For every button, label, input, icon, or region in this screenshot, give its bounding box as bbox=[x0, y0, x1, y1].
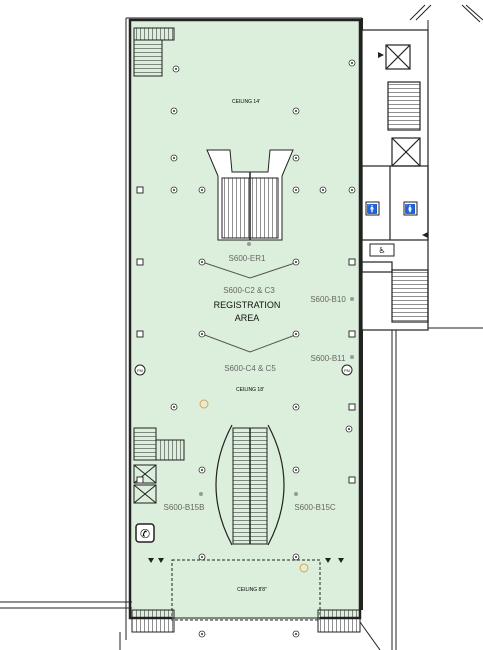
column-icon bbox=[348, 403, 356, 411]
column-icon bbox=[351, 62, 353, 64]
ceiling-label: CEILING 8'8" bbox=[237, 587, 267, 593]
column-icon bbox=[295, 157, 297, 159]
zone-label: S600-C4 & C5 bbox=[224, 364, 276, 373]
column-icon bbox=[173, 110, 175, 112]
column-icon bbox=[136, 476, 144, 484]
stair-icon bbox=[133, 427, 185, 461]
elevator-icon bbox=[133, 464, 157, 504]
svg-text:🚺: 🚺 bbox=[405, 203, 416, 215]
column-icon bbox=[201, 556, 203, 558]
column-icon bbox=[295, 406, 297, 408]
column-icon bbox=[322, 189, 324, 191]
column-icon bbox=[201, 189, 203, 191]
zone-label: S600-ER1 bbox=[229, 254, 266, 263]
column-icon bbox=[295, 633, 297, 635]
column-icon bbox=[348, 258, 356, 266]
registration-chevrons bbox=[201, 261, 299, 353]
column-icon bbox=[295, 333, 297, 335]
signage-marker bbox=[199, 399, 309, 573]
ceiling-label: CEILING 14' bbox=[232, 99, 260, 105]
column-icon bbox=[295, 189, 297, 191]
zone-label: S600-B10 bbox=[310, 295, 346, 304]
column-icon bbox=[175, 68, 177, 70]
zone-label: S600-B15C bbox=[294, 503, 336, 512]
column-icon bbox=[348, 330, 356, 338]
column-icon bbox=[136, 186, 144, 194]
room-title: AREA bbox=[235, 313, 260, 323]
restroom-icon: 🚹 🚺 ♿ bbox=[365, 201, 418, 257]
column-icon bbox=[351, 189, 353, 191]
column-icon bbox=[136, 258, 144, 266]
dimension-arrow-icon bbox=[148, 52, 428, 563]
zone-label: S600-C2 & C3 bbox=[223, 286, 275, 295]
column-icon bbox=[201, 261, 203, 263]
svg-text:FM: FM bbox=[344, 368, 350, 373]
zone-label: S600-B15B bbox=[164, 503, 205, 512]
column-icons bbox=[136, 59, 356, 638]
escalator-icon bbox=[206, 149, 294, 241]
column-icon bbox=[295, 556, 297, 558]
column-icon bbox=[295, 469, 297, 471]
stair-icon bbox=[131, 609, 361, 633]
column-icon bbox=[201, 633, 203, 635]
svg-text:FM: FM bbox=[137, 368, 143, 373]
svg-text:♿: ♿ bbox=[378, 246, 385, 255]
column-icon bbox=[173, 406, 175, 408]
ceiling-label: CEILING 18' bbox=[236, 387, 264, 393]
column-icon bbox=[201, 333, 203, 335]
column-icon bbox=[173, 157, 175, 159]
room-title: REGISTRATION bbox=[214, 300, 281, 310]
column-icon bbox=[295, 261, 297, 263]
service-core bbox=[361, 29, 429, 331]
column-icon bbox=[348, 476, 356, 484]
phone-icon: ✆ bbox=[135, 523, 155, 543]
stair-icon bbox=[133, 27, 175, 77]
column-icon bbox=[348, 428, 350, 430]
svg-text:🚹: 🚹 bbox=[367, 203, 378, 215]
fire-marker: FM FM bbox=[134, 364, 353, 376]
column-icon bbox=[173, 189, 175, 191]
column-icon bbox=[295, 110, 297, 112]
escalator-icon bbox=[215, 424, 285, 546]
column-icon bbox=[136, 330, 144, 338]
zone-label: S600-B11 bbox=[311, 354, 347, 363]
column-icon bbox=[201, 469, 203, 471]
svg-text:✆: ✆ bbox=[140, 527, 150, 541]
